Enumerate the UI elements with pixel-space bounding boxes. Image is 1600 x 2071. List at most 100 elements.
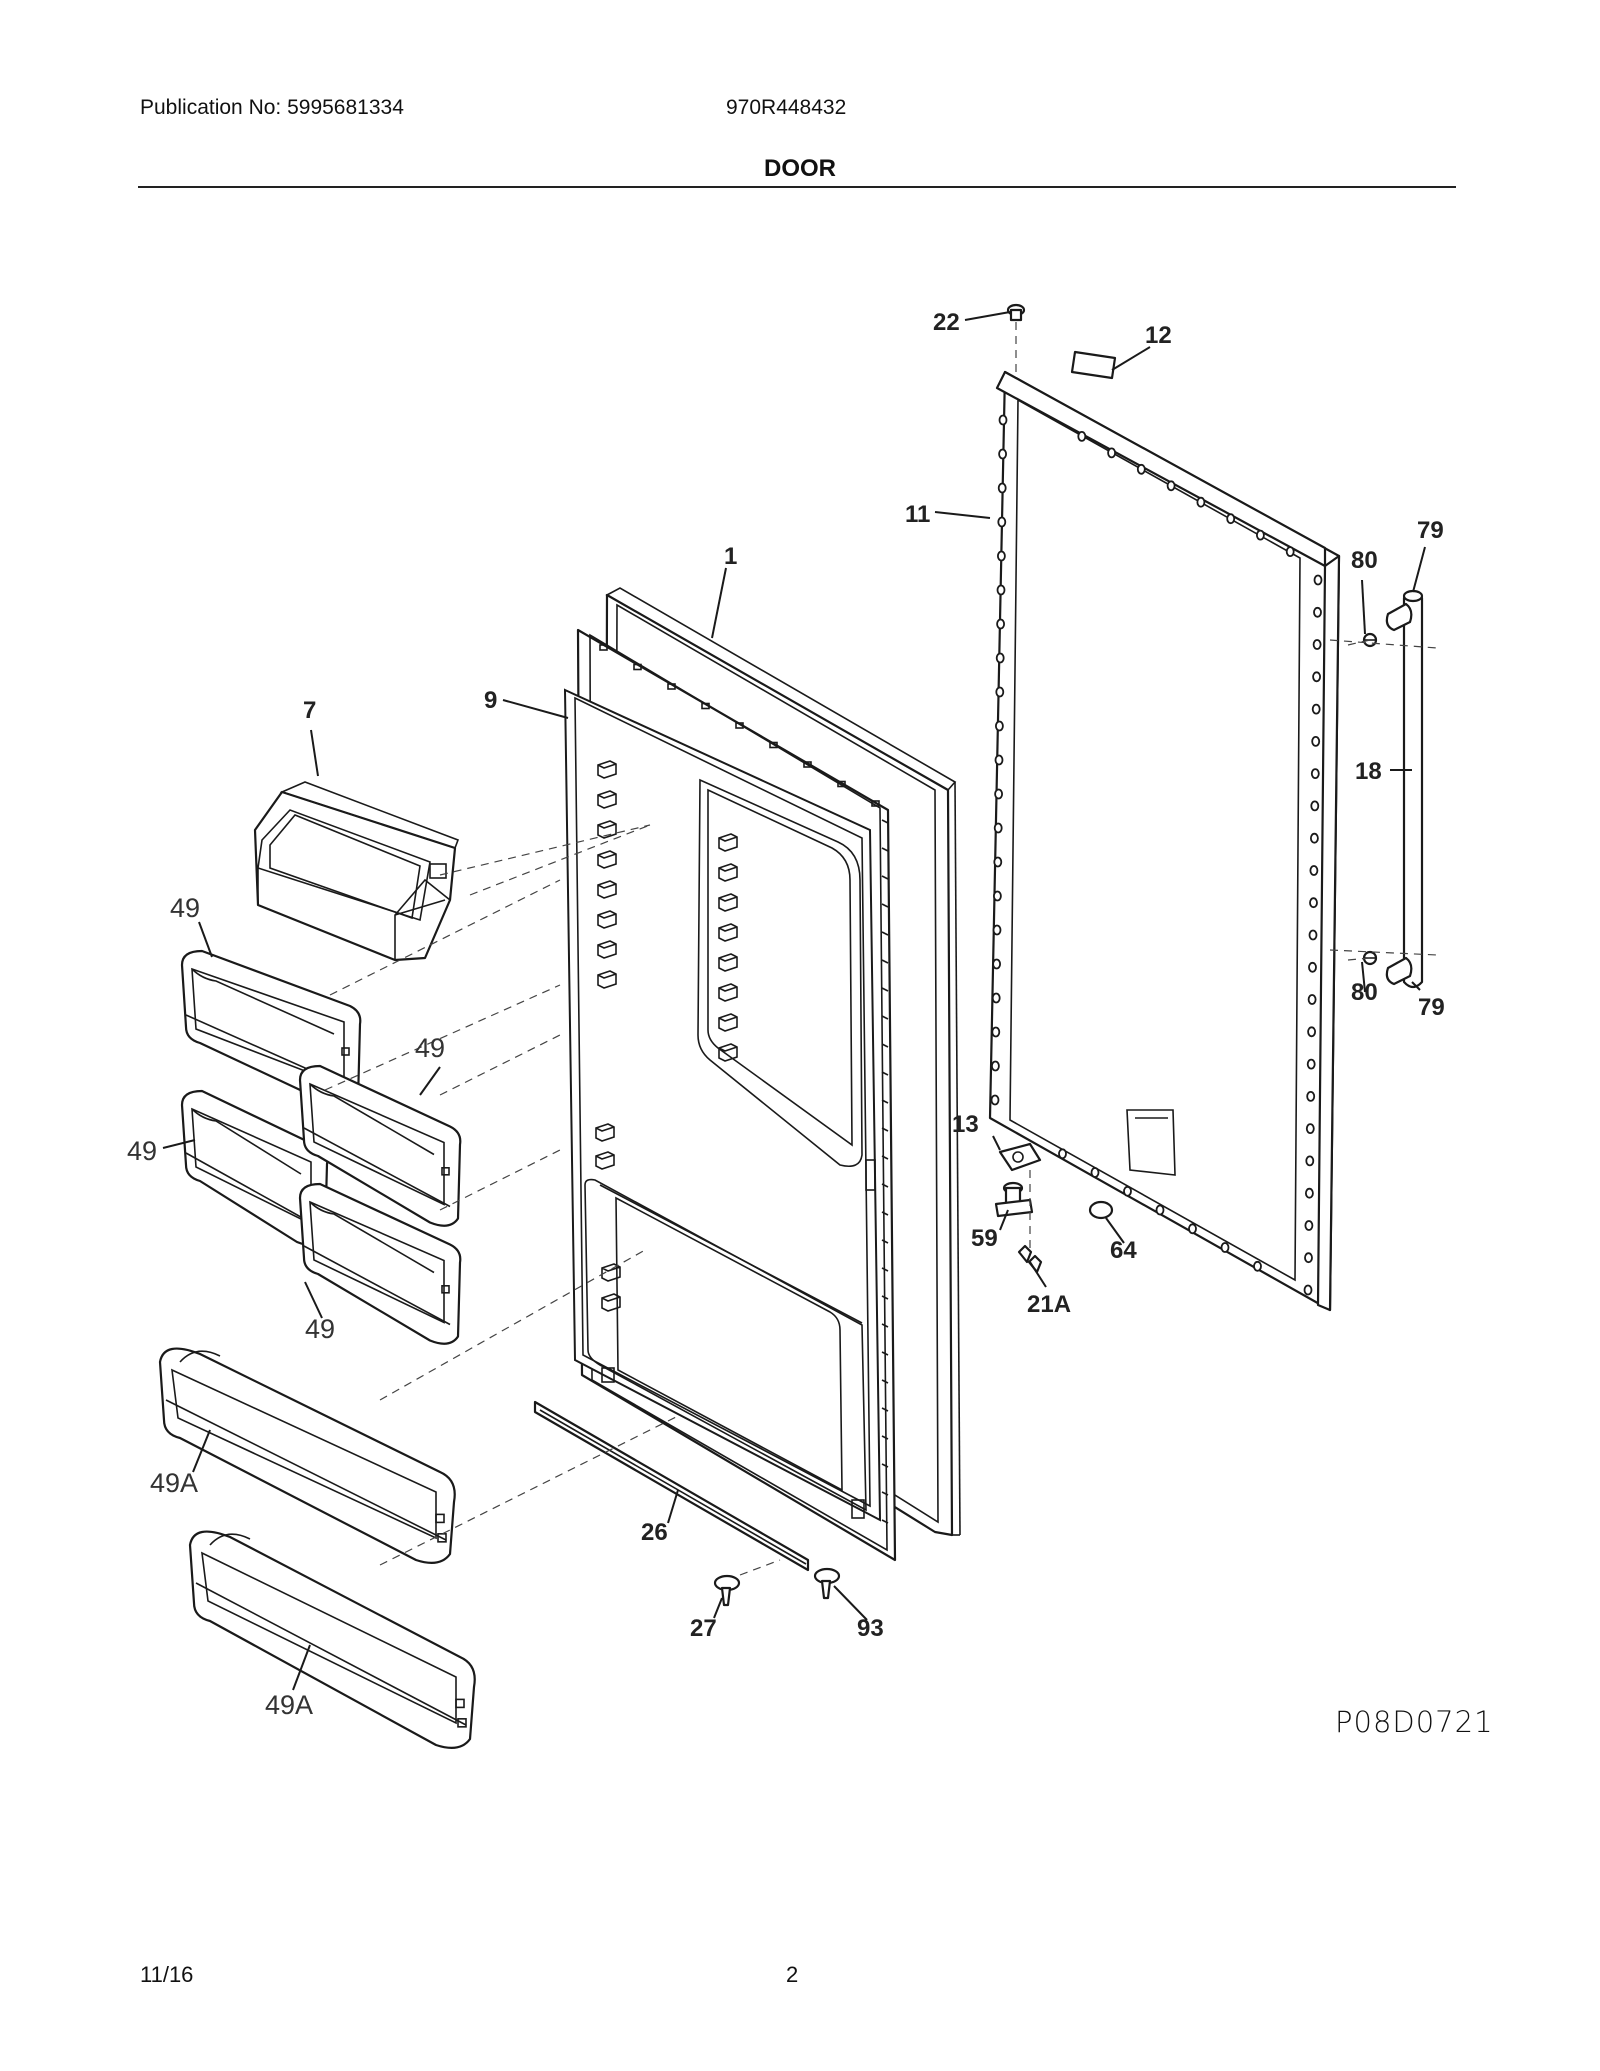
- panel-hole: [1196, 496, 1206, 508]
- shelf-support: [718, 1013, 738, 1032]
- publication-number: Publication No: 5995681334: [140, 96, 404, 119]
- panel-hole: [1310, 800, 1320, 812]
- callout-49-top: 49: [170, 893, 200, 923]
- hinge-bracket: [998, 1142, 1042, 1172]
- panel-hole: [994, 754, 1004, 766]
- panel-hole: [997, 516, 1007, 528]
- panel-hole: [998, 448, 1007, 460]
- liner-tab: [701, 702, 710, 710]
- panel-hole: [995, 720, 1004, 732]
- panel-hole: [1304, 1220, 1314, 1231]
- panel-hole: [1155, 1204, 1165, 1216]
- panel-hole: [992, 924, 1002, 936]
- shelf-support: [718, 923, 738, 942]
- callout-26: 26: [641, 1519, 668, 1546]
- panel-hole: [998, 414, 1008, 426]
- panel-hole: [995, 686, 1005, 698]
- panel-hole: [1090, 1167, 1100, 1178]
- panel-hole: [1166, 480, 1176, 492]
- panel-hole: [992, 958, 1001, 970]
- callout-49a-bottom: 49A: [265, 1690, 313, 1720]
- top-screw: [1006, 303, 1026, 322]
- shelf-support: [718, 863, 738, 882]
- liner-edge-tick: [881, 875, 889, 880]
- liner-edge-tick: [881, 987, 889, 992]
- liner-edge-tick: [881, 1155, 889, 1160]
- liner-edge-tick: [881, 1015, 889, 1020]
- liner-edge-tick: [881, 1043, 889, 1048]
- page-title: DOOR: [764, 155, 836, 182]
- callout-49-right: 49: [415, 1033, 445, 1063]
- panel-hole: [995, 652, 1005, 664]
- shelf-support: [718, 893, 738, 912]
- panel-hole: [1308, 929, 1318, 941]
- liner-screw: [813, 1567, 841, 1600]
- callout-22: 22: [933, 309, 960, 336]
- shelf-support: [597, 790, 617, 809]
- panel-hole: [1311, 736, 1321, 747]
- panel-hole: [997, 482, 1007, 494]
- door-bin-long-upper: [158, 1347, 456, 1565]
- figure-code: P08D0721: [1335, 1705, 1494, 1739]
- liner-tab: [871, 800, 880, 807]
- liner-edge-tick: [881, 1519, 889, 1524]
- hinge-screws: [1017, 1244, 1043, 1274]
- callout-64: 64: [1110, 1237, 1137, 1264]
- callout-12: 12: [1145, 322, 1172, 349]
- liner-tab: [837, 780, 846, 788]
- panel-hole: [1312, 639, 1322, 650]
- label-plate: [1070, 350, 1117, 380]
- panel-hole: [1077, 430, 1087, 442]
- callout-1: 1: [724, 543, 737, 570]
- liner-edge-tick: [881, 1435, 889, 1440]
- panel-hole: [1306, 1091, 1316, 1102]
- liner-edge-tick: [881, 1127, 889, 1132]
- liner-edge-tick: [881, 819, 889, 824]
- leader-lines: [162, 311, 1426, 1691]
- liner-edge-tick: [881, 1239, 889, 1244]
- door-handle: [1385, 589, 1424, 989]
- panel-hole: [993, 856, 1003, 868]
- callout-59: 59: [971, 1225, 998, 1252]
- panel-hole: [997, 550, 1006, 562]
- shelf-support: [597, 880, 617, 899]
- footer-date: 11/16: [140, 1962, 194, 1987]
- liner-edge-tick: [881, 903, 889, 908]
- callout-11: 11: [905, 501, 930, 528]
- panel-hole: [1285, 546, 1295, 557]
- shelf-support: [718, 833, 738, 852]
- panel-hole: [1313, 606, 1322, 618]
- liner-tab: [769, 741, 778, 749]
- panel-hole: [991, 992, 1001, 1004]
- liner-edge-tick: [881, 1211, 889, 1216]
- callout-49a-top: 49A: [150, 1468, 198, 1498]
- door-bin-upper-right: [298, 1064, 462, 1227]
- callout-93: 93: [857, 1615, 884, 1642]
- alignment-lines: [324, 322, 1438, 1576]
- shelf-support: [718, 1043, 738, 1062]
- panel-hole: [1305, 1155, 1315, 1167]
- liner-edge-tick: [881, 1379, 889, 1384]
- trim-strip: [533, 1400, 810, 1572]
- panel-hole: [996, 618, 1005, 630]
- panel-hole: [993, 890, 1002, 902]
- callout-49-left: 49: [127, 1136, 157, 1166]
- panel-hole: [1226, 513, 1236, 525]
- callout-13: 13: [952, 1111, 979, 1138]
- liner-edge-tick: [881, 1323, 889, 1328]
- panel-hole: [1310, 832, 1319, 844]
- liner-edge-tick: [881, 1099, 889, 1104]
- panel-hole: [1304, 1252, 1313, 1264]
- shelf-support: [718, 983, 738, 1002]
- liner-tab: [633, 663, 642, 671]
- panel-hole: [1256, 529, 1265, 541]
- panel-hole: [1253, 1260, 1262, 1272]
- panel-hole: [993, 822, 1003, 834]
- callout-79-bottom: 79: [1418, 994, 1445, 1021]
- panel-hole: [996, 584, 1006, 596]
- liner-edge-tick: [881, 1351, 889, 1356]
- panel-hole: [1312, 671, 1321, 683]
- panel-hole: [1309, 865, 1319, 876]
- panel-hole: [1303, 1284, 1313, 1296]
